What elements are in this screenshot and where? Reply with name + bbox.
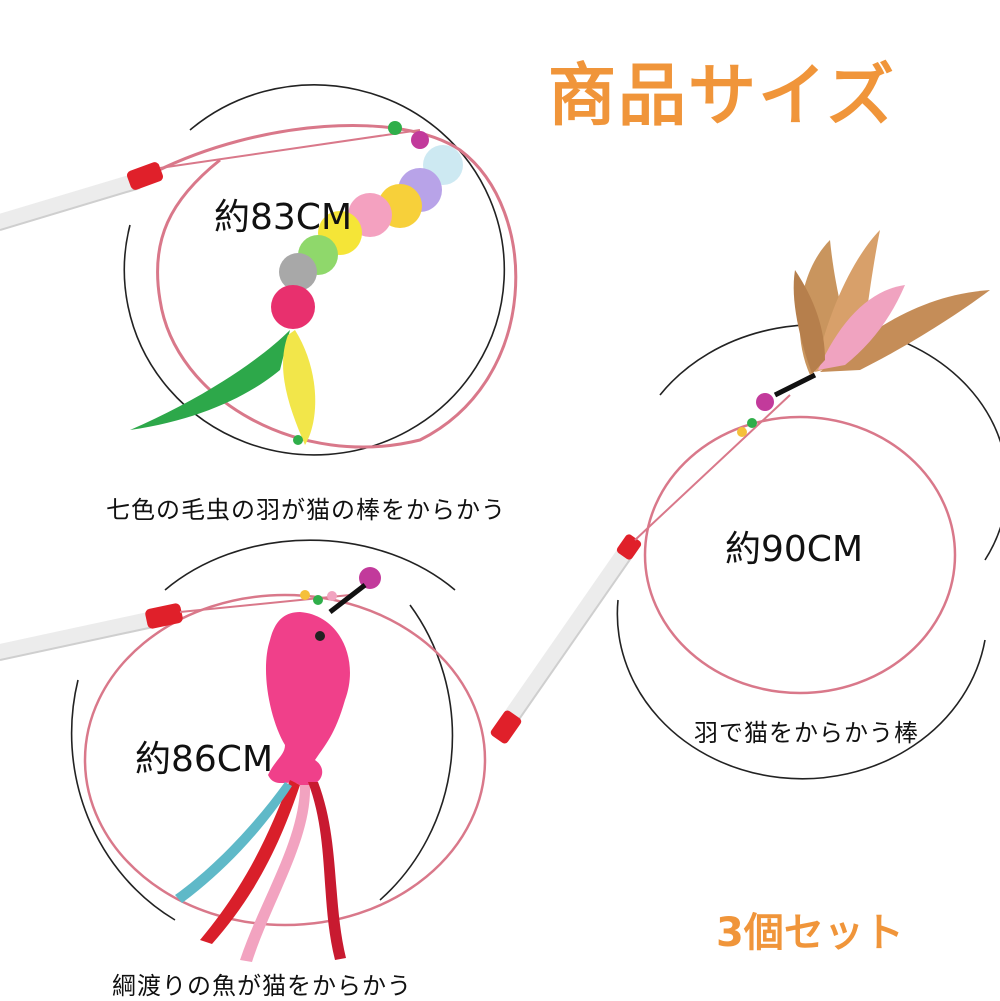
size-label-feather: 約90CM bbox=[725, 529, 864, 570]
feather bbox=[793, 270, 825, 374]
string bbox=[634, 394, 791, 541]
wand-stick bbox=[497, 537, 638, 733]
page-title: 商品サイズ bbox=[548, 57, 896, 136]
size-label-fish: 約86CM bbox=[135, 739, 274, 780]
handle-cap bbox=[490, 710, 522, 744]
ribbon bbox=[240, 785, 311, 962]
feather-holder bbox=[773, 372, 817, 398]
feather-yellow bbox=[283, 330, 316, 445]
bell bbox=[359, 567, 381, 589]
string bbox=[159, 129, 421, 169]
bead bbox=[327, 591, 337, 601]
handle-cap bbox=[127, 162, 163, 190]
wand-stick bbox=[0, 610, 166, 660]
feather bbox=[815, 230, 880, 372]
wand-stick-edge bbox=[0, 625, 159, 661]
bead bbox=[737, 427, 747, 437]
bead bbox=[300, 590, 310, 600]
wand-stick-edge bbox=[512, 547, 639, 729]
feather-green bbox=[130, 330, 290, 430]
pompom bbox=[271, 285, 315, 329]
wire-loop bbox=[154, 123, 518, 449]
fish-wand bbox=[0, 539, 487, 962]
caption-caterpillar: 七色の毛虫の羽が猫の棒をからかう bbox=[106, 496, 506, 524]
bead bbox=[388, 121, 402, 135]
fish-toy bbox=[265, 612, 350, 786]
bell bbox=[411, 131, 429, 149]
wand-stick-edge bbox=[0, 187, 141, 231]
bead bbox=[293, 435, 303, 445]
string bbox=[179, 594, 351, 613]
set-count-label: 3個セット bbox=[716, 910, 904, 956]
feather-wand bbox=[490, 230, 1000, 780]
outline-arc bbox=[616, 599, 986, 780]
bead bbox=[313, 595, 323, 605]
bead bbox=[747, 418, 757, 428]
outline-arc bbox=[123, 84, 506, 456]
handle-cap bbox=[616, 534, 642, 560]
caption-feather: 羽で猫をからかう棒 bbox=[694, 719, 919, 747]
outline-arc bbox=[379, 604, 454, 901]
wand-stick bbox=[0, 172, 148, 230]
caterpillar-wand bbox=[0, 84, 518, 456]
feather-pink bbox=[818, 285, 905, 370]
fish-eye bbox=[315, 631, 325, 641]
ribbon bbox=[200, 780, 300, 944]
outline-arc bbox=[164, 539, 456, 591]
outline-arc bbox=[659, 323, 1000, 561]
bell bbox=[756, 393, 774, 411]
ribbon bbox=[308, 782, 346, 960]
feather bbox=[820, 290, 990, 372]
wire-loop bbox=[643, 415, 957, 695]
caption-fish: 綱渡りの魚が猫をからかう bbox=[112, 972, 412, 1000]
ribbon bbox=[175, 782, 292, 903]
pompom bbox=[279, 253, 317, 291]
fish-holder bbox=[328, 583, 367, 614]
handle-cap bbox=[145, 603, 183, 629]
outline-arc bbox=[70, 679, 176, 921]
size-label-caterpillar: 約83CM bbox=[214, 197, 353, 238]
wire-loop bbox=[83, 593, 487, 927]
